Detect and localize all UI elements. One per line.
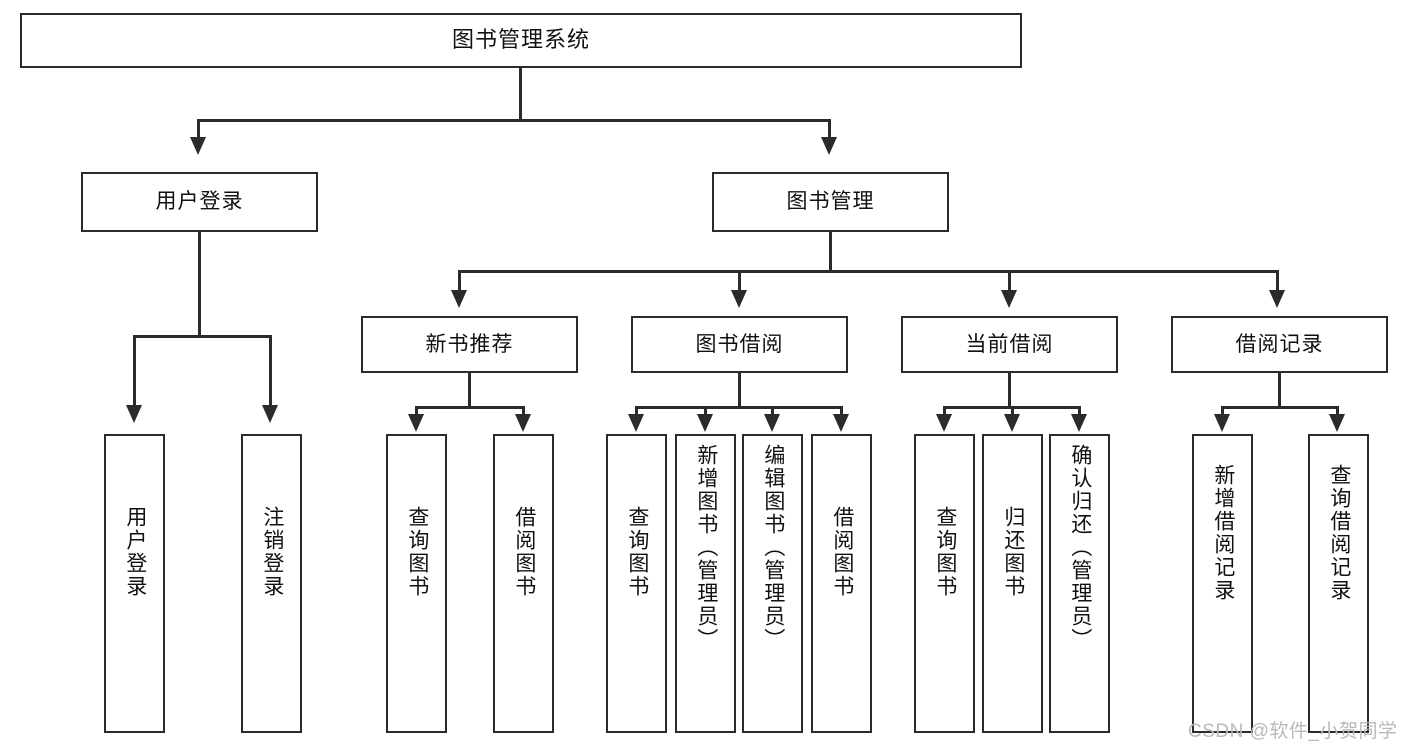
- arrow-to-book-mgmt: [821, 137, 837, 155]
- leaf-cur-return-book[interactable]: 归还图书: [982, 434, 1043, 733]
- node-label: 归还图书: [1001, 506, 1025, 598]
- node-label: 编辑图书（管理员）: [761, 444, 785, 651]
- connector-to-current-borrow: [1008, 270, 1011, 292]
- node-label: 新书推荐: [425, 332, 514, 356]
- node-label: 查询借阅记录: [1327, 464, 1351, 602]
- arrow-to-leaf-borrow-borrow-book: [833, 414, 849, 432]
- connector-root-to-user-login: [197, 119, 200, 139]
- node-label: 查询图书: [405, 506, 429, 598]
- arrow-to-book-borrow: [731, 290, 747, 308]
- arrow-to-borrow-record: [1269, 290, 1285, 308]
- connector-book-borrow-c3: [771, 406, 774, 418]
- connector-borrow-record-c2: [1336, 406, 1339, 418]
- leaf-user-login[interactable]: 用户登录: [104, 434, 165, 733]
- watermark-text: CSDN @软件_小贺同学: [1188, 721, 1398, 742]
- node-label: 查询图书: [933, 506, 957, 598]
- arrow-to-leaf-rec-query-book: [408, 414, 424, 432]
- arrow-to-leaf-rec-borrow-book: [515, 414, 531, 432]
- node-label: 当前借阅: [965, 332, 1054, 356]
- connector-root-stem: [519, 68, 522, 121]
- connector-current-borrow-c3: [1078, 406, 1081, 418]
- connector-borrow-record-c1: [1221, 406, 1224, 418]
- connector-user-login-right: [269, 335, 272, 407]
- connector-book-borrow-c2: [704, 406, 707, 418]
- node-label: 借阅记录: [1235, 332, 1324, 356]
- arrow-to-leaf-cur-query-book: [936, 414, 952, 432]
- connector-root-to-book-mgmt: [828, 119, 831, 139]
- connector-to-book-borrow: [738, 270, 741, 292]
- arrow-to-leaf-cur-return-book: [1004, 414, 1020, 432]
- node-user-login[interactable]: 用户登录: [81, 172, 318, 232]
- connector-new-book-rec-stem: [468, 373, 471, 408]
- node-label: 新增图书（管理员）: [694, 444, 718, 651]
- connector-user-login-left: [133, 335, 136, 407]
- connector-book-mgmt-bus: [458, 270, 1279, 273]
- connector-new-book-rec-bus: [415, 406, 525, 409]
- connector-user-login-stem: [198, 232, 201, 337]
- leaf-rec-add-record[interactable]: 新增借阅记录: [1192, 434, 1253, 733]
- arrow-to-leaf-rec-query-record: [1329, 414, 1345, 432]
- connector-book-borrow-bus: [635, 406, 843, 409]
- connector-book-borrow-c4: [840, 406, 843, 418]
- node-label: 注销登录: [260, 506, 284, 598]
- arrow-to-current-borrow: [1001, 290, 1017, 308]
- arrow-to-user-login: [190, 137, 206, 155]
- leaf-cur-confirm-return[interactable]: 确认归还（管理员）: [1049, 434, 1110, 733]
- node-book-borrow[interactable]: 图书借阅: [631, 316, 848, 373]
- node-label: 新增借阅记录: [1211, 464, 1235, 602]
- connector-book-borrow-c1: [635, 406, 638, 418]
- connector-book-mgmt-stem: [829, 232, 832, 272]
- node-label: 图书管理系统: [451, 27, 590, 53]
- arrow-to-new-book-rec: [451, 290, 467, 308]
- node-book-management[interactable]: 图书管理: [712, 172, 949, 232]
- leaf-borrow-edit-book[interactable]: 编辑图书（管理员）: [742, 434, 803, 733]
- connector-to-new-book-rec: [458, 270, 461, 292]
- leaf-user-logout[interactable]: 注销登录: [241, 434, 302, 733]
- connector-to-borrow-record: [1276, 270, 1279, 292]
- leaf-borrow-borrow-book[interactable]: 借阅图书: [811, 434, 872, 733]
- arrow-to-leaf-user-logout: [262, 405, 278, 423]
- arrow-to-leaf-user-login: [126, 405, 142, 423]
- leaf-rec-query-book[interactable]: 查询图书: [386, 434, 447, 733]
- connector-user-login-bus: [133, 335, 272, 338]
- connector-current-borrow-c2: [1011, 406, 1014, 418]
- node-current-borrow[interactable]: 当前借阅: [901, 316, 1118, 373]
- connector-borrow-record-stem: [1278, 373, 1281, 408]
- node-label: 用户登录: [155, 190, 244, 214]
- arrow-to-leaf-borrow-edit-book: [764, 414, 780, 432]
- node-label: 图书借阅: [695, 332, 784, 356]
- arrow-to-leaf-borrow-add-book: [697, 414, 713, 432]
- connector-book-borrow-stem: [738, 373, 741, 408]
- connector-current-borrow-stem: [1008, 373, 1011, 408]
- connector-new-book-rec-c1: [415, 406, 418, 418]
- connector-current-borrow-c1: [943, 406, 946, 418]
- leaf-borrow-query-book[interactable]: 查询图书: [606, 434, 667, 733]
- arrow-to-leaf-cur-confirm-return: [1071, 414, 1087, 432]
- node-label: 图书管理: [786, 190, 875, 214]
- node-label: 用户登录: [123, 506, 147, 598]
- leaf-rec-query-record[interactable]: 查询借阅记录: [1308, 434, 1369, 733]
- connector-root-bus: [197, 119, 831, 122]
- leaf-borrow-add-book[interactable]: 新增图书（管理员）: [675, 434, 736, 733]
- connector-borrow-record-bus: [1221, 406, 1339, 409]
- connector-new-book-rec-c2: [522, 406, 525, 418]
- node-label: 查询图书: [625, 506, 649, 598]
- arrow-to-leaf-rec-add-record: [1214, 414, 1230, 432]
- node-new-book-recommend[interactable]: 新书推荐: [361, 316, 578, 373]
- node-root-book-management-system[interactable]: 图书管理系统: [20, 13, 1022, 68]
- node-label: 确认归还（管理员）: [1068, 444, 1092, 651]
- leaf-rec-borrow-book[interactable]: 借阅图书: [493, 434, 554, 733]
- node-borrow-record[interactable]: 借阅记录: [1171, 316, 1388, 373]
- arrow-to-leaf-borrow-query-book: [628, 414, 644, 432]
- node-label: 借阅图书: [512, 506, 536, 598]
- leaf-cur-query-book[interactable]: 查询图书: [914, 434, 975, 733]
- node-label: 借阅图书: [830, 506, 854, 598]
